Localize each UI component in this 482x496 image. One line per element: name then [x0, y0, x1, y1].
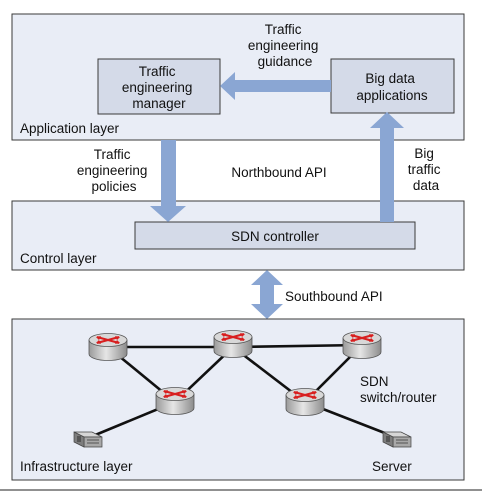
- router-icon: [284, 387, 326, 417]
- infrastructure-layer-label: Infrastructure layer: [20, 459, 133, 474]
- big-data-applications-label: Big data applications: [356, 71, 428, 103]
- traffic-engineering-manager-label: Traffic engineering manager: [122, 64, 196, 111]
- network-link: [232, 343, 363, 349]
- southbound-api-arrow: [251, 270, 283, 319]
- traffic-engineering-manager-box: [97, 58, 221, 115]
- traffic-engineering-guidance-label: Traffic engineering guidance: [248, 22, 322, 69]
- application-layer-label: Application layer: [20, 121, 120, 136]
- sdn-switch-router-label: SDN switch/router: [360, 374, 437, 405]
- router-icon: [154, 386, 196, 416]
- big-traffic-data-arrow: [370, 112, 404, 222]
- control-layer-label: Control layer: [20, 251, 97, 266]
- northbound-api-label: Northbound API: [231, 165, 326, 180]
- traffic-engineering-guidance-arrow: [220, 72, 331, 100]
- traffic-engineering-policies-label: Traffic engineering policies: [77, 147, 151, 194]
- big-traffic-data-label: Big traffic data: [408, 146, 445, 193]
- router-icon: [87, 332, 129, 362]
- router-icon: [212, 329, 254, 359]
- router-icon: [341, 330, 383, 360]
- southbound-api-label: Southbound API: [285, 289, 383, 304]
- sdn-controller-box: [134, 221, 416, 250]
- sdn-controller-label: SDN controller: [231, 229, 319, 244]
- traffic-engineering-policies-arrow: [150, 140, 186, 222]
- server-label: Server: [372, 459, 412, 474]
- big-data-applications-box: [330, 58, 455, 114]
